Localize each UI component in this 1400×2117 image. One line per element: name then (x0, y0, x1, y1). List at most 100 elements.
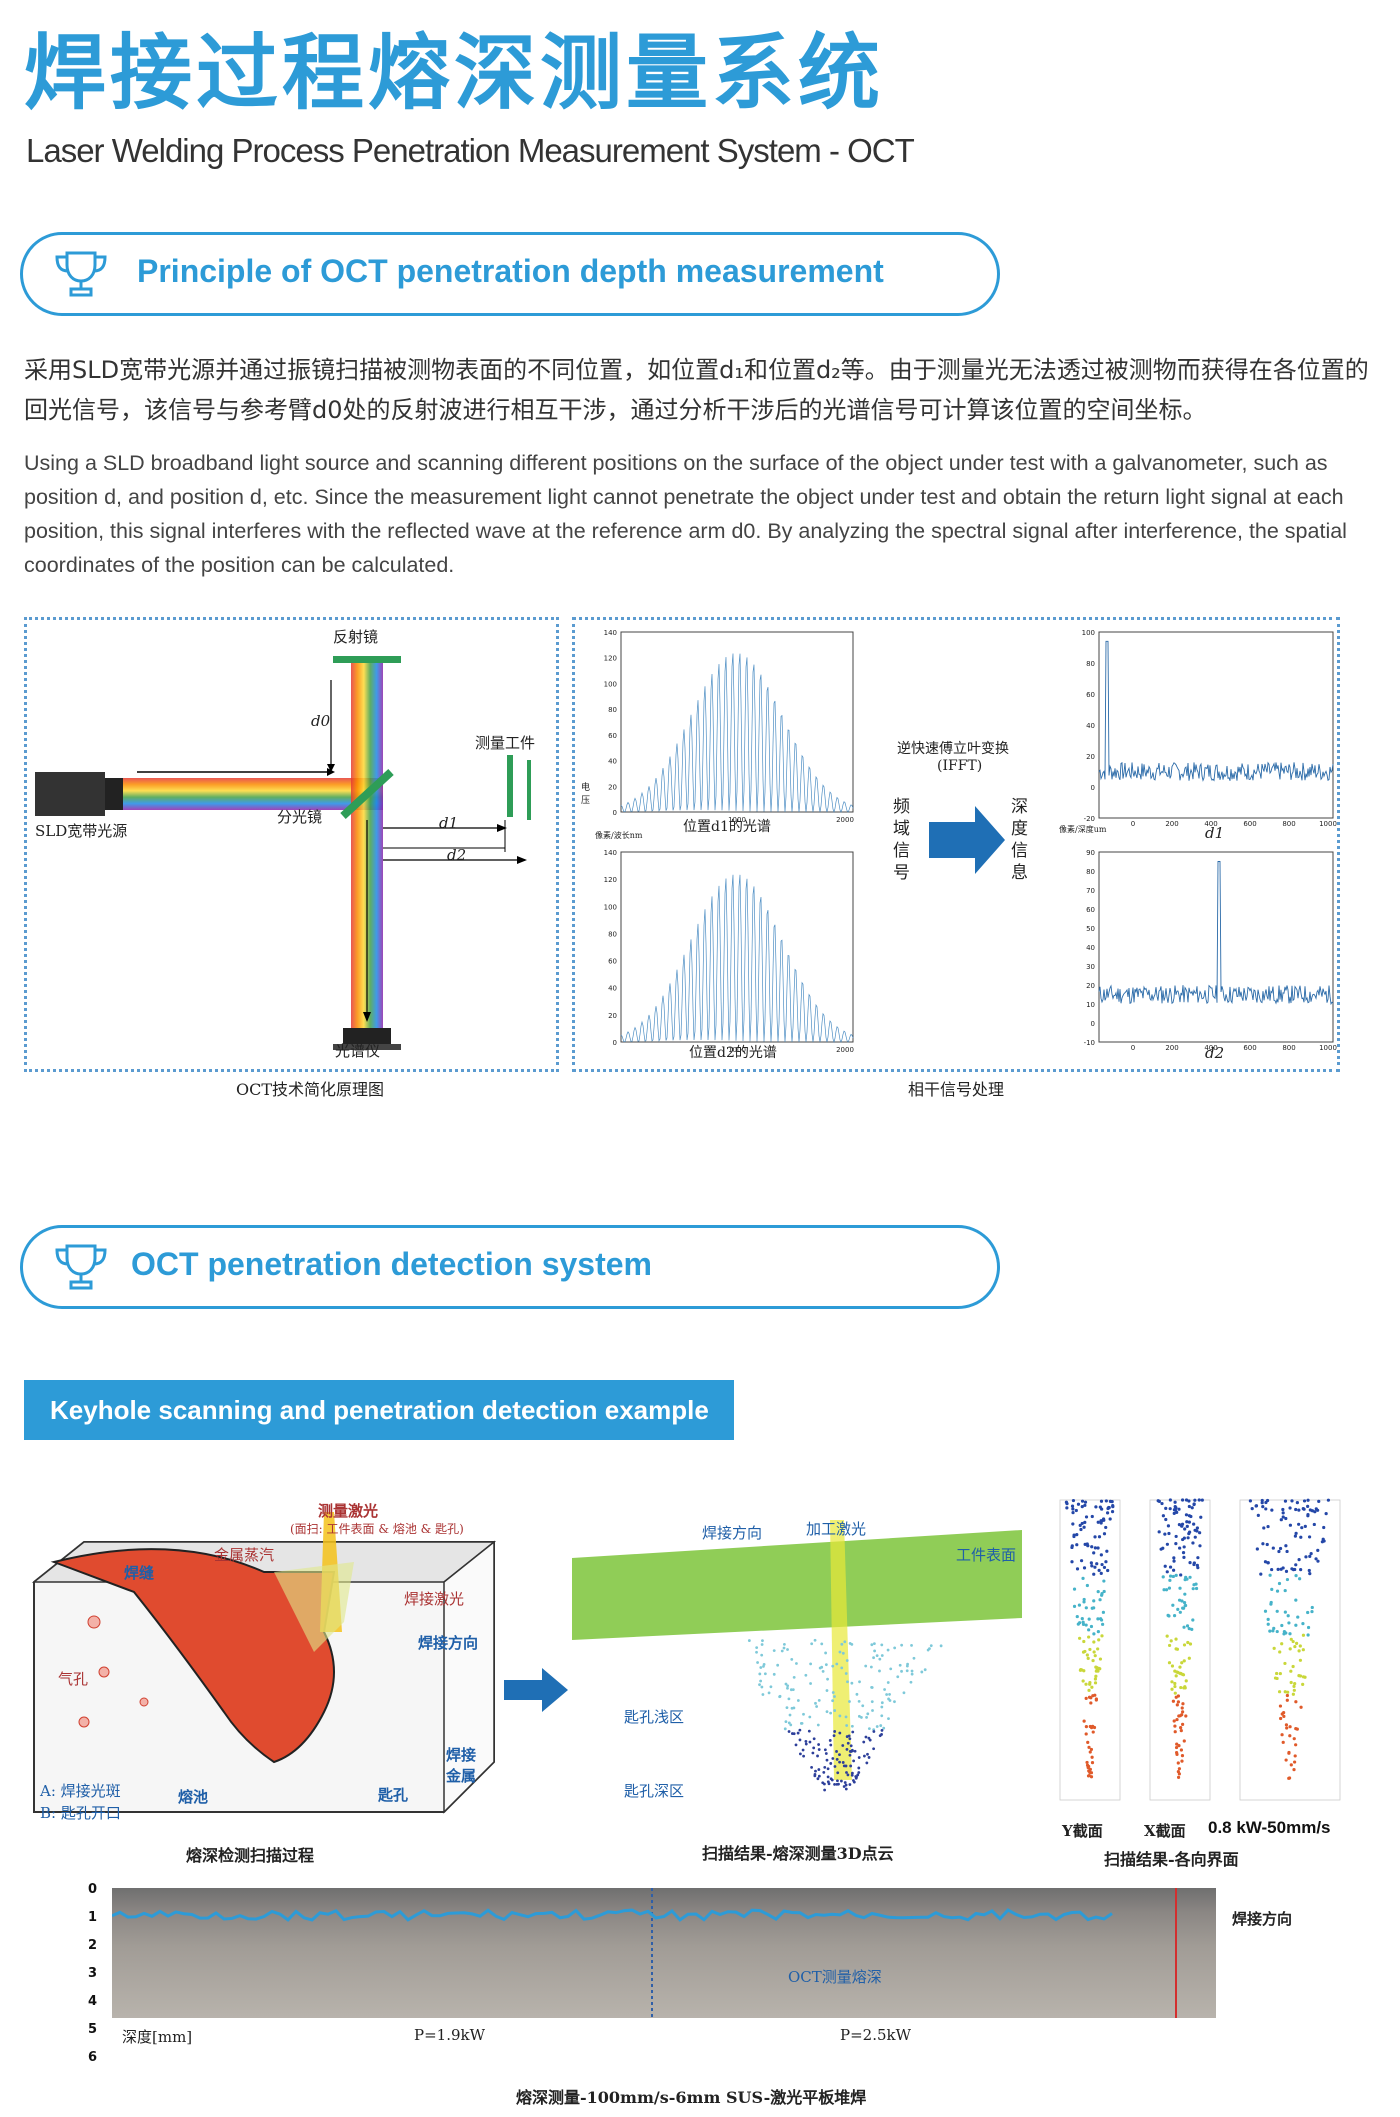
depth-tick-label: 1 (88, 1910, 98, 1925)
y-tick-label: 0 (613, 1039, 617, 1047)
x-tick-label: 800 (1282, 820, 1295, 828)
oct-schematic-diagram (35, 656, 531, 1050)
label-d0: d0 (311, 712, 331, 730)
y-tick-label: 20 (1086, 982, 1095, 990)
section-title: Principle of OCT penetration depth measu… (137, 253, 884, 289)
x-tick-label: 1000 (1319, 1044, 1337, 1052)
y-tick-label: 140 (604, 849, 617, 857)
y-tick-label: -20 (1084, 815, 1095, 823)
spectrum-xlabel: 像素/波长nm (595, 831, 643, 840)
x-tick-label: 0 (1131, 1044, 1135, 1052)
label-spectrometer: 光谱仪 (335, 1042, 381, 1060)
arrow-right-icon (504, 1668, 568, 1712)
y-tick-label: 40 (608, 758, 617, 766)
label-x-section: X截面 (1144, 1822, 1186, 1840)
y-tick-label: 0 (613, 809, 617, 817)
arrow-right-icon (929, 806, 1005, 874)
y-tick-label: 60 (608, 958, 617, 966)
label-weld-seam: 焊缝 (124, 1564, 155, 1582)
y-tick-label: 120 (604, 876, 617, 884)
y-tick-label: 40 (608, 985, 617, 993)
cloud-process-laser: 加工激光 (806, 1520, 867, 1538)
x-tick-label: 2000 (836, 1046, 854, 1054)
trophy-icon (55, 1244, 107, 1290)
y-tick-label: 80 (1086, 868, 1095, 876)
legend-b: B: 匙孔开口 (40, 1804, 121, 1822)
trophy-icon (55, 251, 107, 297)
x-tick-label: 800 (1282, 1044, 1295, 1052)
weld-strip-image (111, 1888, 1216, 2018)
y-tick-label: 90 (1086, 849, 1095, 857)
transform-label: 逆快速傅立叶变换 (897, 741, 1009, 757)
label-keyhole: 匙孔 (378, 1786, 409, 1804)
caption-3d-cloud: 扫描结果-熔深测量3D点云 (702, 1844, 894, 1863)
freq-domain-label: 频域信号 (893, 797, 910, 883)
example-banner: Keyhole scanning and penetration detecti… (24, 1380, 734, 1440)
signal-plots: 1401201008060402001401201008060402001008… (604, 629, 1337, 1054)
cloud-shallow: 匙孔浅区 (624, 1708, 685, 1726)
x-tick-label: 600 (1243, 1044, 1256, 1052)
label-weld-metal: 焊接金属 (446, 1746, 477, 1785)
x-tick-label: 1000 (728, 816, 746, 824)
label-mirror: 反射镜 (333, 628, 379, 646)
principle-paragraph-zh: 采用SLD宽带光源并通过振镜扫描被测物表面的不同位置，如位置d₁和位置d₂等。由… (24, 356, 1369, 424)
cloud-work-surface: 工件表面 (956, 1546, 1017, 1564)
spectrum2-label: 位置d2的光谱 (689, 1045, 777, 1061)
y-tick-label: 140 (604, 629, 617, 637)
label-d2: d2 (447, 846, 467, 864)
y-tick-label: 20 (1086, 753, 1095, 761)
y-tick-label: 40 (1086, 722, 1095, 730)
page-title: 焊接过程熔深测量系统 (24, 26, 885, 121)
oct-depth-label: OCT测量熔深 (788, 1968, 882, 1986)
label-pore: 气孔 (58, 1670, 89, 1688)
y-tick-label: 80 (1086, 660, 1095, 668)
power-label-1: P=1.9kW (414, 2026, 486, 2044)
cloud-weld-dir: 焊接方向 (702, 1524, 763, 1542)
depth-tick-label: 2 (88, 1938, 98, 1953)
x-tick-label: 2000 (836, 816, 854, 824)
label-metal-vapor: 金属蒸汽 (214, 1546, 275, 1564)
label-scan-note: (面扫: 工件表面 & 熔池 & 匙孔) (290, 1522, 464, 1536)
depth-tick-label: 6 (88, 2050, 98, 2065)
section-title: OCT penetration detection system (131, 1246, 652, 1282)
x-tick-label: 200 (1165, 1044, 1178, 1052)
y-tick-label: 60 (1086, 906, 1095, 914)
y-tick-label: 10 (1086, 1001, 1095, 1009)
oct-schematic-panel: 反射镜 d0 测量工件 SLD宽带光源 分光镜 d1 d2 光谱仪 (24, 617, 559, 1072)
y-tick-label: 80 (608, 706, 617, 714)
label-pool: 熔池 (178, 1788, 209, 1806)
label-workpiece: 测量工件 (475, 734, 536, 752)
x-tick-label: 400 (1204, 1044, 1217, 1052)
y-tick-label: 120 (604, 655, 617, 663)
x-tick-label: 0 (1131, 820, 1135, 828)
section-header-detection: OCT penetration detection system (20, 1225, 1000, 1309)
label-splitter: 分光镜 (277, 808, 323, 826)
y-tick-label: 60 (608, 732, 617, 740)
y-tick-label: 100 (604, 903, 617, 911)
y-tick-label: 20 (608, 783, 617, 791)
depth-xlabel: 像素/深度um (1059, 825, 1107, 834)
caption-signal-processing: 相干信号处理 (908, 1080, 1005, 1099)
x-tick-label: 600 (1243, 820, 1256, 828)
caption-strip: 熔深测量-100mm/s-6mm SUS-激光平板堆焊 (516, 2088, 867, 2107)
x-tick-label: 400 (1204, 820, 1217, 828)
label-measure-laser: 测量激光 (318, 1502, 379, 1520)
depth-tick-label: 0 (88, 1882, 98, 1897)
label-d1: d1 (439, 814, 459, 832)
cloud-deep: 匙孔深区 (624, 1782, 685, 1800)
y-tick-label: 0 (1091, 1020, 1095, 1028)
caption-oct-schematic: OCT技术简化原理图 (236, 1080, 385, 1099)
y-tick-label: 100 (1082, 629, 1095, 637)
caption-scan-process: 熔深检测扫描过程 (186, 1846, 315, 1865)
spectrum-ylabel: 电压 (581, 783, 591, 806)
principle-paragraph-en: Using a SLD broadband light source and s… (24, 451, 1347, 577)
depth1-label: d1 (1205, 824, 1225, 842)
y-tick-label: 40 (1086, 944, 1095, 952)
legend-a: A: 焊接光斑 (40, 1782, 121, 1800)
section-header-principle: Principle of OCT penetration depth measu… (20, 232, 1000, 316)
strip-weld-direction: 焊接方向 (1232, 1910, 1293, 1928)
depth-axis-label: 深度[mm] (122, 2028, 193, 2046)
transform-abbr: (IFFT) (937, 758, 983, 774)
